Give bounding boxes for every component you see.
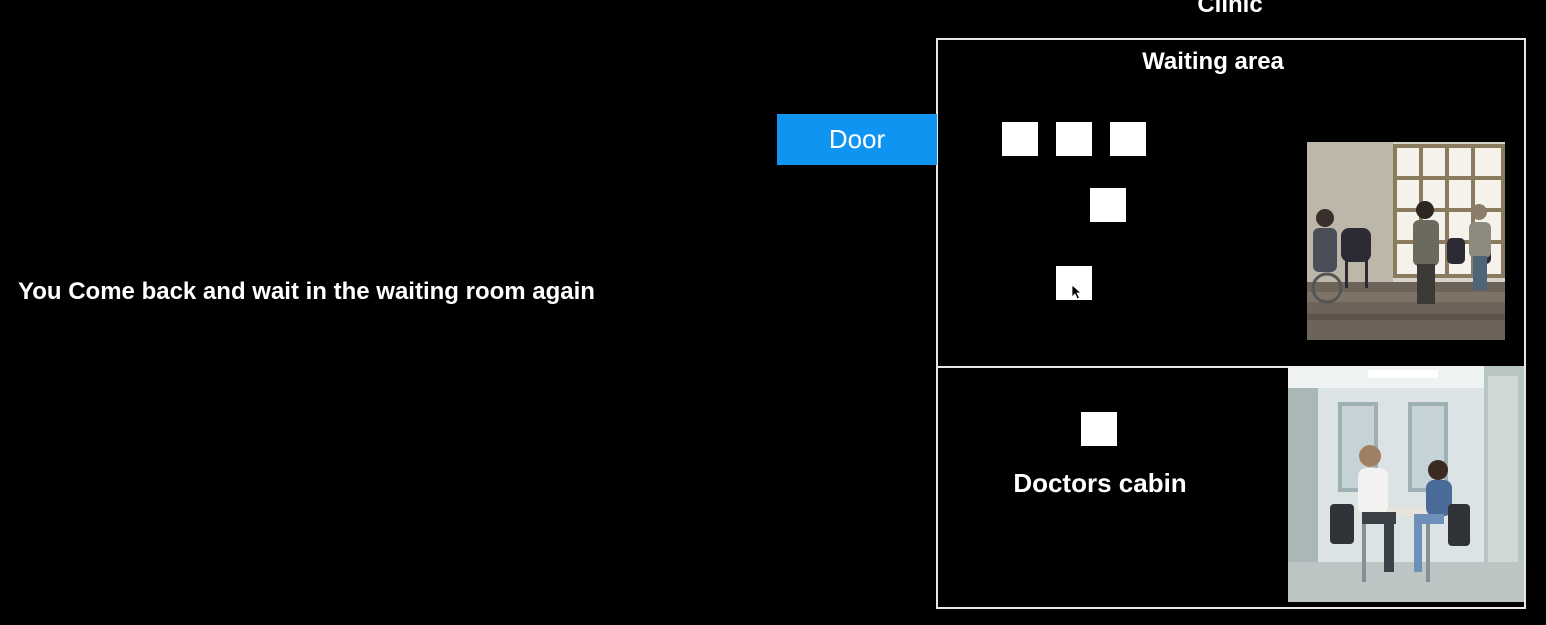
door-button[interactable]: Door <box>777 114 937 165</box>
waiting-seat[interactable] <box>1002 122 1038 156</box>
clinic-outline <box>936 38 1526 609</box>
waiting-area-title: Waiting area <box>1142 48 1284 75</box>
cabin-seat[interactable] <box>1081 412 1117 446</box>
doctors-cabin-label: Doctors cabin <box>1013 468 1187 498</box>
waiting-seat[interactable] <box>1110 122 1146 156</box>
consultation-photo <box>1288 366 1524 602</box>
narration-text: You Come back and wait in the waiting ro… <box>18 278 595 305</box>
waiting-seat[interactable] <box>1090 188 1126 222</box>
mouse-cursor-icon <box>1071 284 1083 300</box>
cabin-divider <box>938 366 1292 368</box>
waiting-room-photo <box>1307 142 1505 340</box>
waiting-seat[interactable] <box>1056 122 1092 156</box>
clinic-title: Clinic <box>1197 0 1263 18</box>
door-label: Door <box>828 124 886 154</box>
